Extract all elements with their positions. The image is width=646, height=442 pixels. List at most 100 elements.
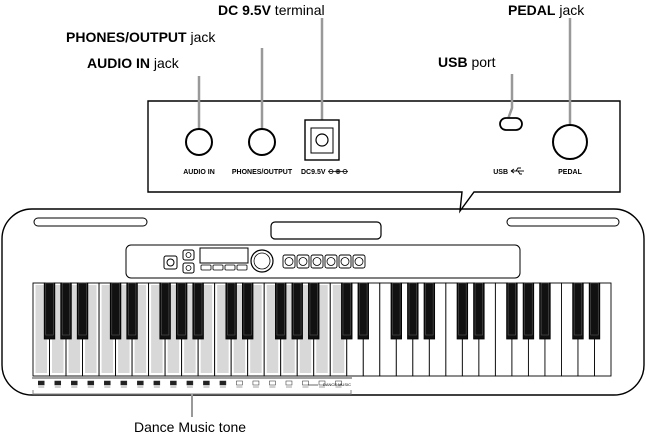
music-stand-slot bbox=[270, 221, 382, 240]
white-key-shade bbox=[151, 285, 163, 373]
black-key-edge bbox=[342, 282, 351, 336]
white-key-shade bbox=[167, 285, 180, 373]
black-key-edge bbox=[45, 282, 54, 336]
black-key-edge bbox=[474, 282, 483, 336]
power-button bbox=[163, 255, 178, 270]
dance-music-strip-label: DANCE MUSIC bbox=[323, 382, 351, 387]
white-key-shade bbox=[85, 285, 97, 373]
white-key-shade bbox=[184, 285, 196, 373]
black-key-edge bbox=[194, 282, 203, 336]
dial-knob bbox=[250, 249, 274, 273]
black-key-edge bbox=[78, 282, 87, 336]
white-key-shade bbox=[101, 285, 114, 373]
lcd-display bbox=[199, 247, 249, 264]
strip-glyph bbox=[203, 380, 210, 386]
strip-glyph bbox=[170, 380, 177, 386]
dc-polarity-icon bbox=[328, 169, 348, 174]
strip-glyph bbox=[54, 380, 62, 386]
black-key-edge bbox=[309, 282, 318, 336]
white-key-shade bbox=[217, 285, 229, 373]
white-key-shade bbox=[35, 285, 48, 373]
tone-button-ring bbox=[326, 257, 336, 266]
black-key-edge bbox=[161, 282, 170, 336]
black-key-edge bbox=[392, 282, 401, 336]
audio-in-jack bbox=[185, 128, 213, 156]
white-key-shade bbox=[200, 285, 213, 373]
usb-port bbox=[499, 117, 523, 131]
strip-glyph bbox=[153, 380, 161, 386]
tone-buttons bbox=[282, 254, 366, 269]
pedal-jack bbox=[552, 124, 588, 160]
tone-button bbox=[352, 254, 366, 269]
volume-buttons bbox=[182, 249, 195, 274]
black-key-edge bbox=[590, 282, 599, 336]
black-key-edge bbox=[359, 282, 368, 336]
white-key-shade bbox=[266, 285, 279, 373]
handle-slot-left bbox=[33, 217, 148, 227]
tone-button-ring bbox=[298, 257, 308, 266]
black-key-edge bbox=[507, 282, 516, 336]
white-key-shade bbox=[68, 285, 81, 373]
black-key-edge bbox=[540, 282, 550, 336]
black-key-edge bbox=[524, 282, 533, 336]
white-key-shade bbox=[233, 285, 246, 373]
display-buttons bbox=[200, 264, 248, 271]
tone-button-ring bbox=[284, 257, 294, 266]
black-key-edge bbox=[61, 282, 71, 336]
strip-glyph bbox=[104, 380, 111, 386]
handle-slot-right bbox=[506, 217, 620, 227]
black-key-edge bbox=[128, 282, 137, 336]
black-key-edge bbox=[243, 282, 252, 336]
strip-glyph bbox=[285, 380, 293, 386]
black-key-edge bbox=[177, 282, 186, 336]
tone-button bbox=[310, 254, 324, 269]
black-key-edge bbox=[458, 282, 467, 336]
white-key-shade bbox=[250, 285, 262, 373]
black-keys bbox=[43, 282, 601, 340]
strip-glyph bbox=[38, 380, 45, 386]
white-key-shade bbox=[316, 285, 328, 373]
black-key-edge bbox=[111, 282, 120, 336]
white-key-shade bbox=[283, 285, 295, 373]
tone-button-ring bbox=[312, 257, 322, 266]
phones-panel-label: PHONES/OUTPUT bbox=[232, 169, 293, 176]
pedal-jack-callout: PEDAL jack bbox=[508, 2, 585, 18]
strip-glyph bbox=[269, 380, 276, 386]
usb-icon bbox=[510, 167, 524, 175]
phones-output-jack bbox=[248, 128, 276, 156]
black-key-edge bbox=[227, 282, 236, 336]
tone-button bbox=[296, 254, 310, 269]
audio-in-callout: AUDIO IN jack bbox=[87, 55, 179, 71]
audio-in-panel-label: AUDIO IN bbox=[183, 169, 215, 176]
dc-terminal-callout: DC 9.5V terminal bbox=[218, 2, 325, 18]
black-key-edge bbox=[573, 282, 583, 336]
black-key-edge bbox=[293, 282, 302, 336]
white-key-shade bbox=[52, 285, 64, 373]
tone-button-ring bbox=[354, 257, 364, 266]
usb-callout-line bbox=[506, 74, 514, 120]
white-key-shade bbox=[134, 285, 147, 373]
strip-glyph bbox=[87, 380, 95, 386]
usb-port-callout: USB port bbox=[438, 54, 496, 70]
tone-button bbox=[324, 254, 338, 269]
black-key-edge bbox=[425, 282, 434, 336]
white-key-shade bbox=[118, 285, 130, 373]
dance-music-callout: Dance Music tone bbox=[134, 419, 247, 435]
dc-panel-label: DC9.5V bbox=[301, 169, 326, 176]
strip-glyph bbox=[252, 380, 260, 386]
strip-glyph bbox=[219, 380, 227, 386]
strip-glyph bbox=[318, 380, 326, 386]
phones-output-callout: PHONES/OUTPUT jack bbox=[66, 29, 216, 45]
tone-button bbox=[338, 254, 352, 269]
dc-terminal bbox=[304, 119, 340, 161]
strip-glyph bbox=[120, 380, 128, 386]
tone-button bbox=[282, 254, 296, 269]
strip-glyph bbox=[335, 380, 342, 386]
pedal-panel-label: PEDAL bbox=[558, 169, 582, 176]
rear-panel bbox=[147, 100, 621, 214]
black-key-edge bbox=[408, 282, 417, 336]
strip-glyph bbox=[236, 380, 243, 386]
strip-glyph bbox=[186, 380, 194, 386]
